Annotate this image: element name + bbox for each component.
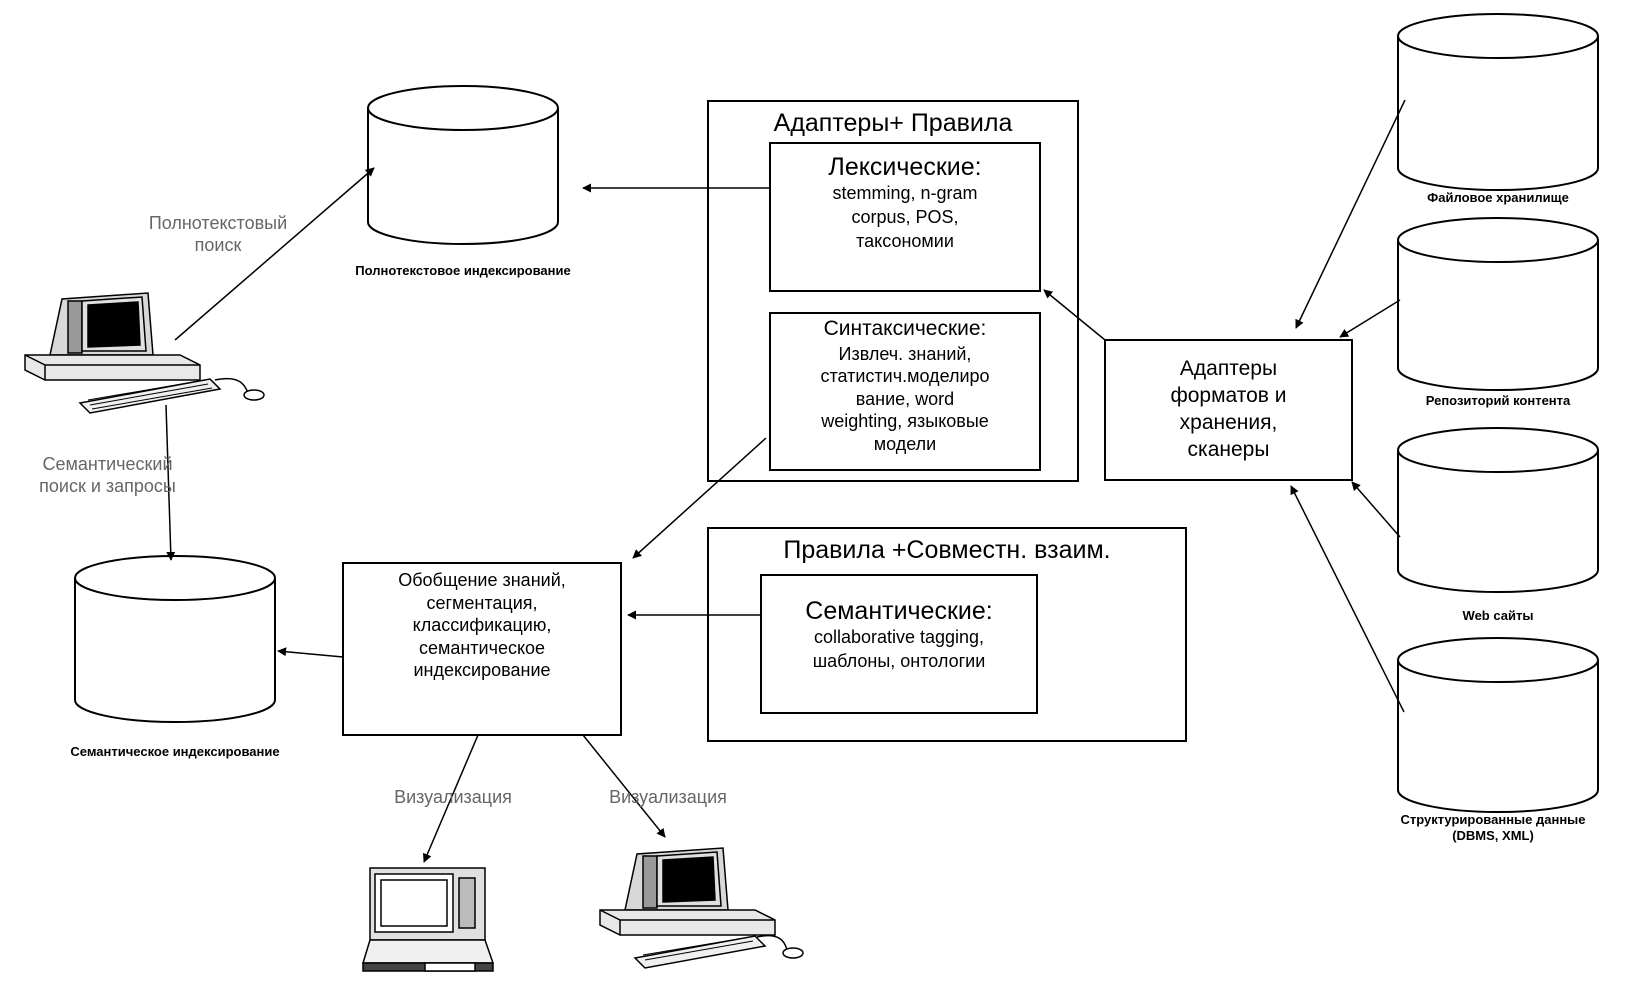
- arrow-computer-to-semantic-index: [165, 404, 176, 561]
- laptop-icon: [361, 867, 495, 972]
- semantic-line: шаблоны, онтологии: [812, 650, 986, 671]
- syntactic-line: вание, word: [855, 388, 955, 409]
- semantic-line: collaborative tagging,: [813, 627, 985, 647]
- web-sites-cylinder-icon: [1397, 427, 1599, 593]
- content-repo-caption: Репозиторий контента: [1425, 393, 1571, 408]
- syntactic-title: Синтаксические:: [823, 317, 987, 340]
- lexical-box-text: Лексические: stemming, n-gram corpus, PO…: [770, 152, 1040, 253]
- semantic-search-label-line: поиск и запросы: [39, 475, 176, 496]
- arrow-generalization-to-desktop: [582, 734, 666, 838]
- semantic-search-label-line: Семантический: [42, 454, 173, 474]
- semantic-search-label: Семантический поиск и запросы: [5, 454, 210, 497]
- desktop-computer-icon: [24, 292, 265, 414]
- web-sites-caption: Web сайты: [1462, 608, 1534, 623]
- fulltext-search-label: Полнотекстовый поиск: [118, 213, 318, 256]
- structured-data-cylinder-icon: [1397, 637, 1599, 813]
- arrow-structured-to-adapters: [1290, 485, 1405, 713]
- arrow-file-storage-to-adapters: [1295, 99, 1406, 329]
- visualization-label-2: Визуализация: [609, 787, 727, 807]
- desktop-computer-icon-2: [599, 847, 804, 969]
- arrow-generalization-to-semantic-index: [277, 647, 344, 658]
- file-storage-cylinder-icon: [1397, 13, 1599, 191]
- generalization-line: индексирование: [413, 660, 551, 680]
- generalization-line: Обобщение знаний,: [398, 570, 566, 590]
- adapters-rules-title: Адаптеры+ Правила: [773, 109, 1013, 137]
- lexical-title: Лексические:: [828, 153, 982, 181]
- syntactic-box-text: Синтаксические: Извлеч. знаний, статисти…: [770, 316, 1040, 455]
- semantic-index-cylinder-icon: [74, 555, 276, 723]
- generalization-text: Обобщение знаний, сегментация, классифик…: [343, 569, 621, 682]
- syntactic-line: weighting, языковые: [821, 411, 989, 432]
- fulltext-index-caption: Полнотекстовое индексирование: [355, 263, 571, 278]
- structured-data-caption-line: Структурированные данные: [1400, 812, 1586, 827]
- lexical-box: [769, 142, 1041, 292]
- semantic-title: Семантические:: [805, 597, 993, 625]
- semantic-box-text: Семантические: collaborative tagging, ша…: [761, 596, 1037, 674]
- semantic-index-caption: Семантическое индексирование: [70, 744, 280, 759]
- file-storage-caption: Файловое хранилище: [1427, 190, 1569, 205]
- format-adapters-line: Адаптеры: [1179, 357, 1278, 380]
- format-adapters-text: Адаптеры форматов и хранения, сканеры: [1105, 356, 1352, 464]
- arrow-adapters-to-lexical: [1043, 289, 1106, 341]
- rules-collab-title: Правила +Совместн. взаим.: [783, 536, 1111, 564]
- arrow-computer-to-fulltext: [174, 167, 375, 341]
- content-repository-cylinder-icon: [1397, 217, 1599, 391]
- format-adapters-line: хранения,: [1179, 410, 1278, 434]
- arrow-syntactic-to-generalization: [632, 437, 767, 559]
- format-adapters-line: сканеры: [1187, 437, 1270, 461]
- syntactic-box: [769, 312, 1041, 471]
- structured-data-caption: Структурированные данные (DBMS, XML): [1350, 812, 1636, 843]
- visualization-label-1: Визуализация: [394, 787, 512, 807]
- fulltext-index-cylinder-icon: [367, 85, 559, 245]
- connectors: [165, 99, 1406, 863]
- fulltext-search-label-line: поиск: [194, 234, 242, 255]
- generalization-line: классификацию,: [412, 615, 552, 635]
- lexical-line: таксономии: [856, 230, 954, 251]
- lexical-line: stemming, n-gram: [832, 183, 978, 203]
- generalization-box: [342, 562, 622, 736]
- generalization-line: сегментация,: [426, 592, 538, 613]
- arrow-web-to-adapters: [1351, 481, 1401, 538]
- syntactic-line: Извлеч. знаний,: [838, 343, 972, 364]
- format-adapters-line: форматов и: [1170, 383, 1287, 407]
- syntactic-line: модели: [873, 433, 937, 454]
- lexical-line: corpus, POS,: [851, 206, 959, 227]
- syntactic-line: статистич.моделиро: [820, 366, 990, 387]
- format-adapters-box: [1104, 339, 1353, 481]
- fulltext-search-label-line: Полнотекстовый: [148, 213, 288, 233]
- semantic-box: [760, 574, 1038, 714]
- arrow-repository-to-adapters: [1339, 299, 1401, 338]
- generalization-line: семантическое: [418, 637, 546, 658]
- structured-data-caption-line: (DBMS, XML): [1452, 827, 1534, 843]
- arrow-generalization-to-laptop: [423, 734, 479, 863]
